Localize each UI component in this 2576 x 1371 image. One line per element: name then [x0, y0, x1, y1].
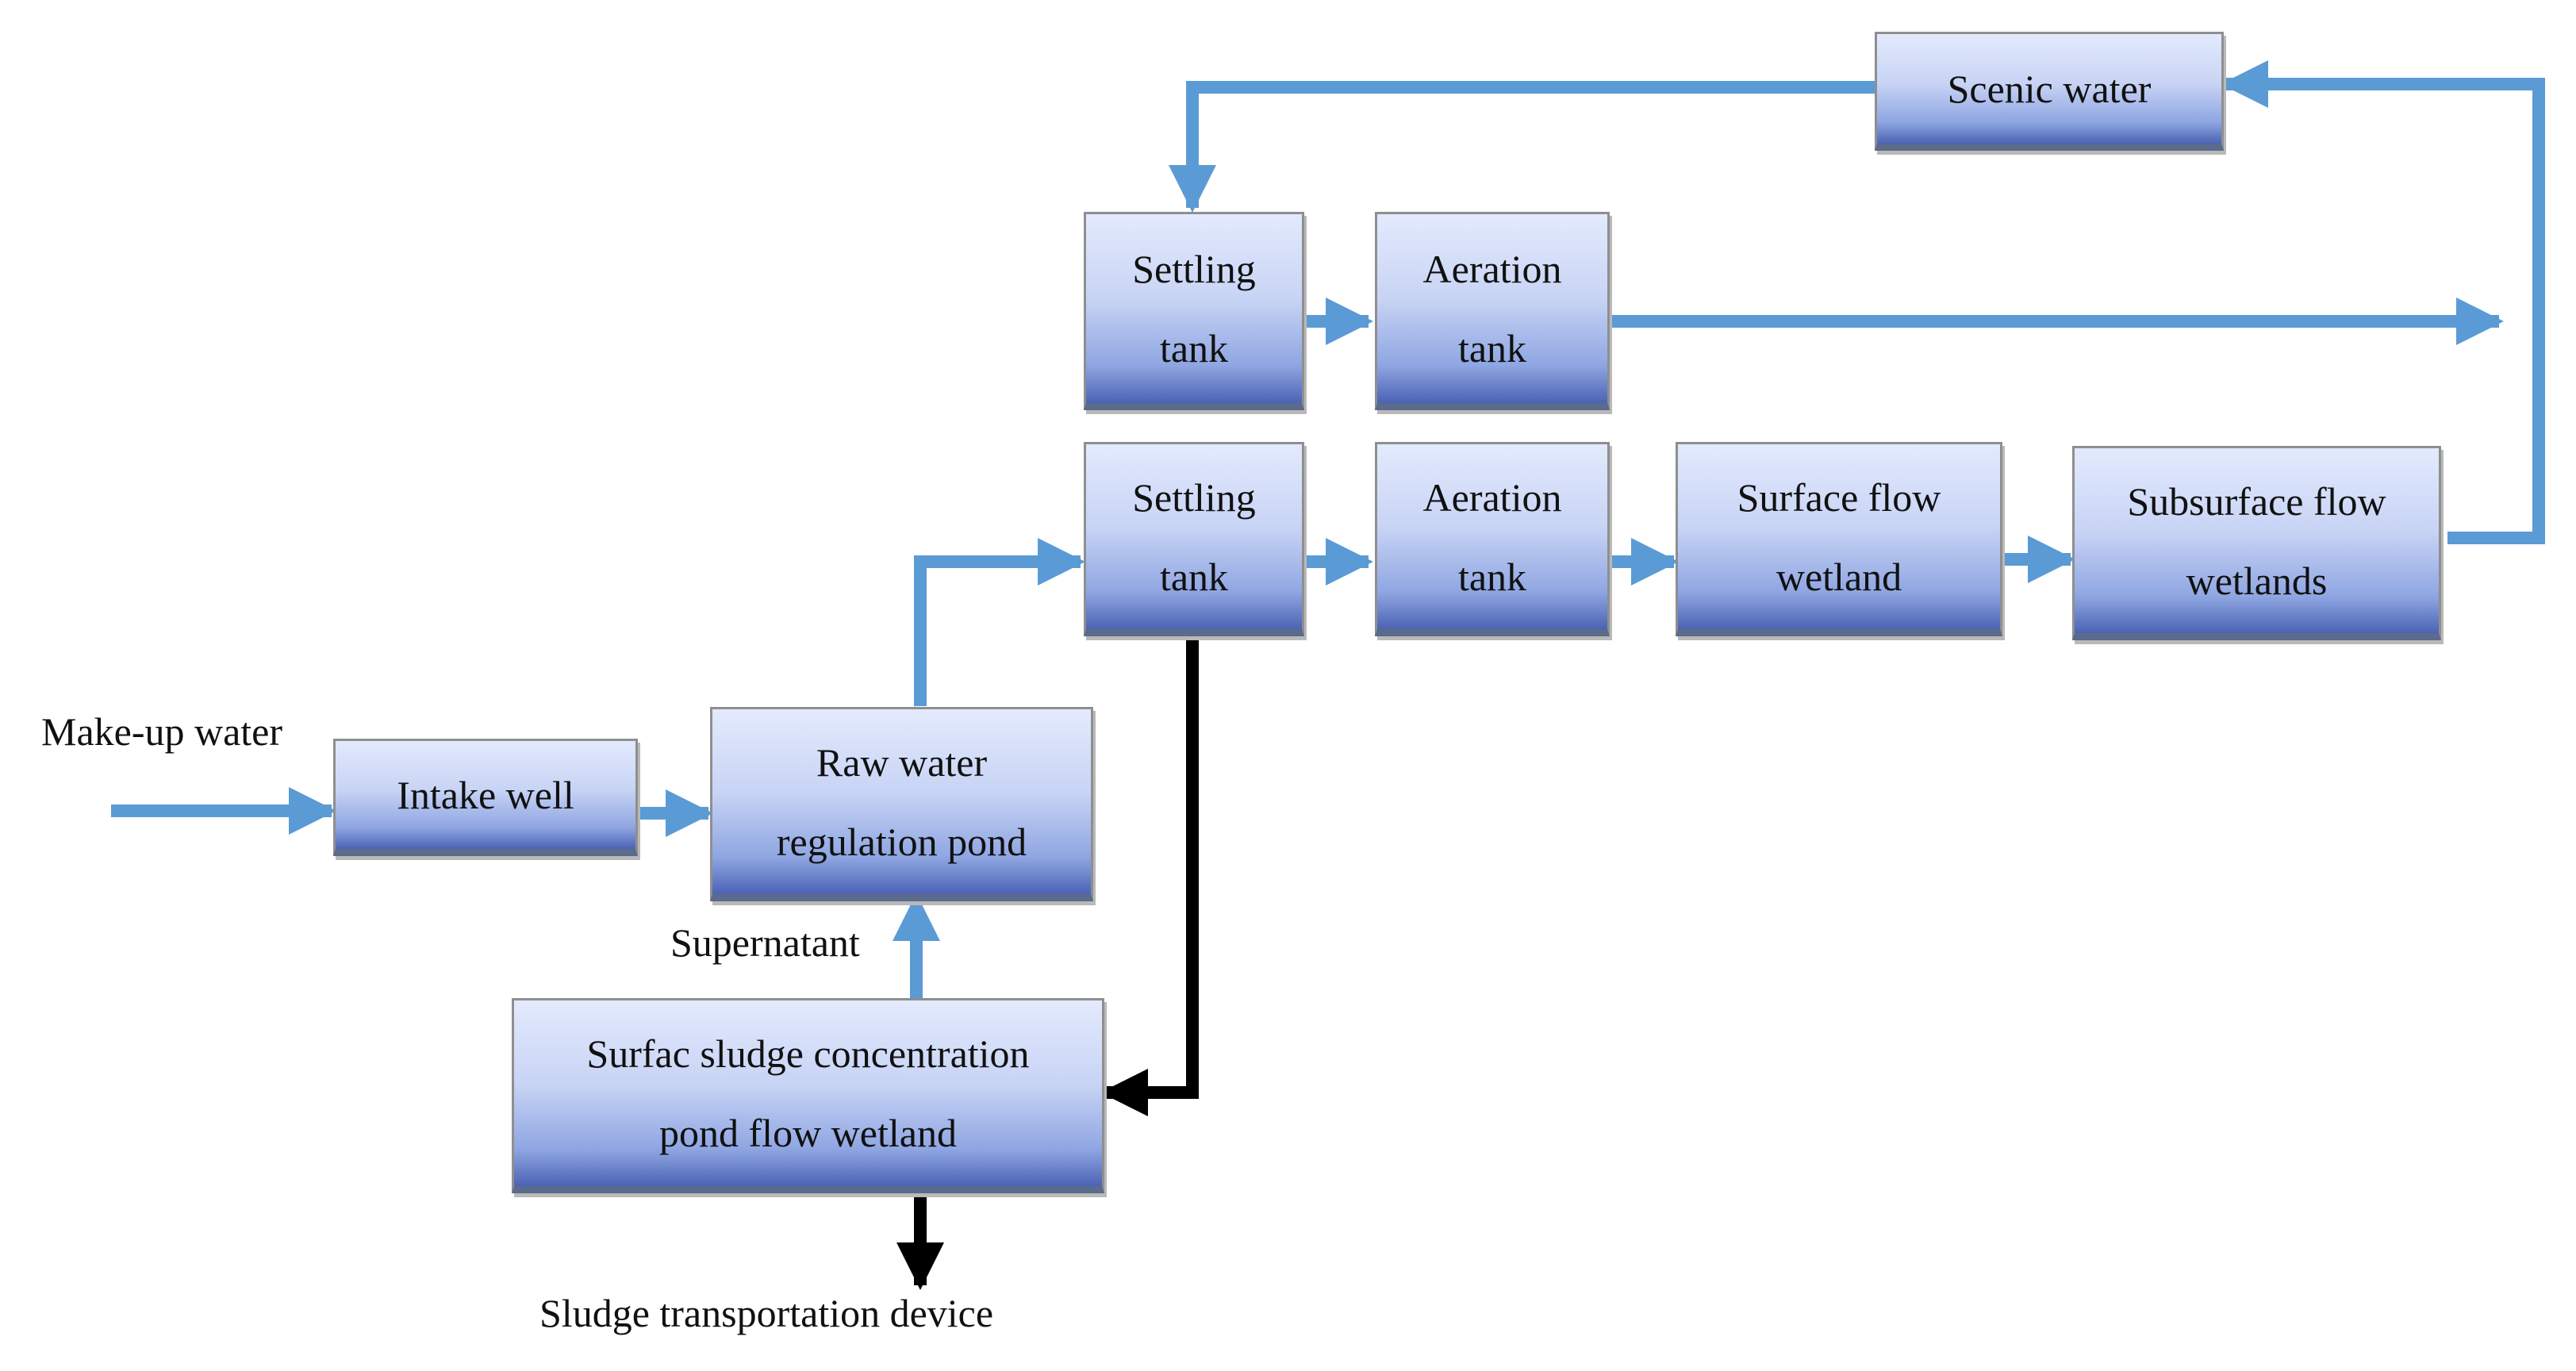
settling-tank-top-line1: Settling: [1132, 247, 1256, 291]
settling-tank-top-box: Settling tank: [1084, 212, 1304, 410]
raw-water-line1: Raw water: [816, 739, 988, 785]
arrow-subsurface-to-scenic: [2221, 60, 2545, 544]
scenic-water-box: Scenic water: [1875, 32, 2224, 151]
settling-tank-mid-box: Settling tank: [1084, 442, 1304, 636]
raw-water-line2: regulation pond: [776, 819, 1027, 864]
aeration-tank-top-box: Aeration tank: [1375, 212, 1610, 410]
intake-well-box: Intake well: [333, 739, 638, 856]
scenic-water-label: Scenic water: [1947, 67, 2152, 111]
sludge-pond-line2: pond flow wetland: [659, 1111, 957, 1155]
surface-flow-wetland-box: Surface flow wetland: [1676, 442, 2002, 636]
raw-water-regulation-pond-box: Raw water regulation pond: [710, 707, 1093, 901]
supernatant-label: Supernatant: [670, 920, 860, 965]
aeration-tank-top-line1: Aeration: [1422, 247, 1562, 291]
surface-flow-line1: Surface flow: [1737, 474, 1941, 520]
arrow-raw-to-settling-mid: [914, 538, 1085, 706]
makeup-water-label: Make-up water: [41, 709, 283, 754]
surface-flow-line2: wetland: [1776, 554, 1902, 599]
subsurface-flow-line1: Subsurface flow: [2127, 478, 2386, 524]
subsurface-flow-wetlands-box: Subsurface flow wetlands: [2072, 446, 2441, 640]
sludge-pond-line1: Surfac sludge concentration: [586, 1031, 1030, 1076]
settling-tank-mid-line1: Settling: [1132, 474, 1256, 520]
settling-tank-top-line2: tank: [1159, 326, 1229, 371]
aeration-tank-top-line2: tank: [1457, 326, 1527, 371]
arrow-scenic-to-settling-top: [1169, 81, 1875, 213]
settling-tank-mid-line2: tank: [1159, 554, 1229, 599]
intake-well-label: Intake well: [397, 773, 574, 817]
sludge-transportation-label: Sludge transportation device: [539, 1291, 994, 1335]
aeration-tank-mid-box: Aeration tank: [1375, 442, 1610, 636]
subsurface-flow-line2: wetlands: [2186, 558, 2328, 603]
arrow-sludge-to-pond: [1100, 635, 1199, 1116]
sludge-concentration-pond-box: Surfac sludge concentration pond flow we…: [512, 998, 1104, 1193]
aeration-tank-mid-line2: tank: [1457, 554, 1527, 599]
aeration-tank-mid-line1: Aeration: [1422, 474, 1562, 520]
